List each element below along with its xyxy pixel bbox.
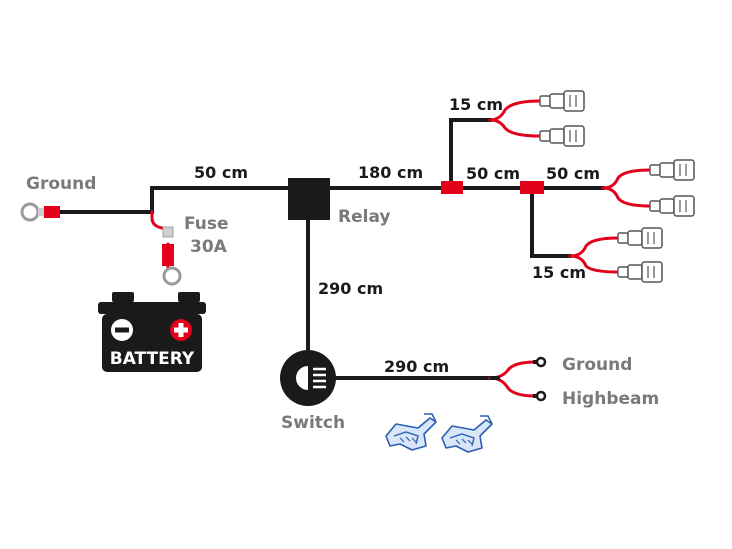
switch-label: Switch (281, 413, 345, 433)
highbeam-switch-icon (280, 350, 336, 406)
battery-icon (98, 292, 206, 372)
wire-lower-branch (530, 186, 572, 258)
length-relay-to-switch: 290 cm (318, 279, 383, 298)
red-wire-out-ground (488, 360, 538, 380)
spade-connector-icon (649, 195, 695, 217)
battery-label: BATTERY (110, 349, 195, 369)
bullet-terminal-icon (533, 356, 547, 368)
wires (58, 118, 605, 380)
fuse-rating-label: 30A (190, 237, 228, 257)
length-relay-to-split: 180 cm (358, 163, 423, 182)
splice-sleeve-1 (441, 181, 463, 194)
highbeam-label: Highbeam (562, 389, 659, 409)
length-lower-branch: 15 cm (532, 263, 586, 282)
ground-label-left: Ground (26, 174, 96, 194)
ground-label-right: Ground (562, 355, 632, 375)
length-top-branch: 15 cm (449, 95, 503, 114)
spade-connector-icon (617, 261, 663, 283)
red-wire-right-1 (601, 168, 652, 190)
spade-connector-icon (617, 227, 663, 249)
red-wire-right-2 (601, 186, 652, 208)
length-battery-to-relay: 50 cm (194, 163, 248, 182)
wire-top-branch (449, 118, 492, 190)
ground-ring-terminal-icon (20, 202, 60, 222)
red-wire-lower-2 (568, 254, 620, 274)
relay-box (288, 178, 330, 220)
red-wire-fuse-top (150, 210, 170, 230)
length-middle-segment: 50 cm (466, 164, 520, 183)
red-wires (150, 99, 652, 398)
spade-connector-icon (539, 125, 585, 147)
splice-sleeve-2 (520, 181, 544, 194)
spade-connector-icon (539, 90, 585, 112)
red-wire-lower-1 (568, 236, 620, 258)
fuse-icon (162, 226, 182, 286)
wire-tap-connector-icon (385, 413, 437, 451)
red-wire-top-branch (488, 99, 542, 122)
wire-ground-to-fuse (58, 186, 292, 214)
bullet-terminal-icon (533, 390, 547, 402)
relay-label: Relay (338, 207, 390, 227)
red-wire-top-branch-2 (488, 118, 542, 138)
red-wire-out-highbeam (488, 376, 538, 398)
fuse-label: Fuse (184, 214, 229, 234)
spade-connector-icon (649, 159, 695, 181)
length-switch-to-outputs: 290 cm (384, 357, 449, 376)
wire-tap-connector-icon (441, 415, 493, 453)
length-right-segment: 50 cm (546, 164, 600, 183)
